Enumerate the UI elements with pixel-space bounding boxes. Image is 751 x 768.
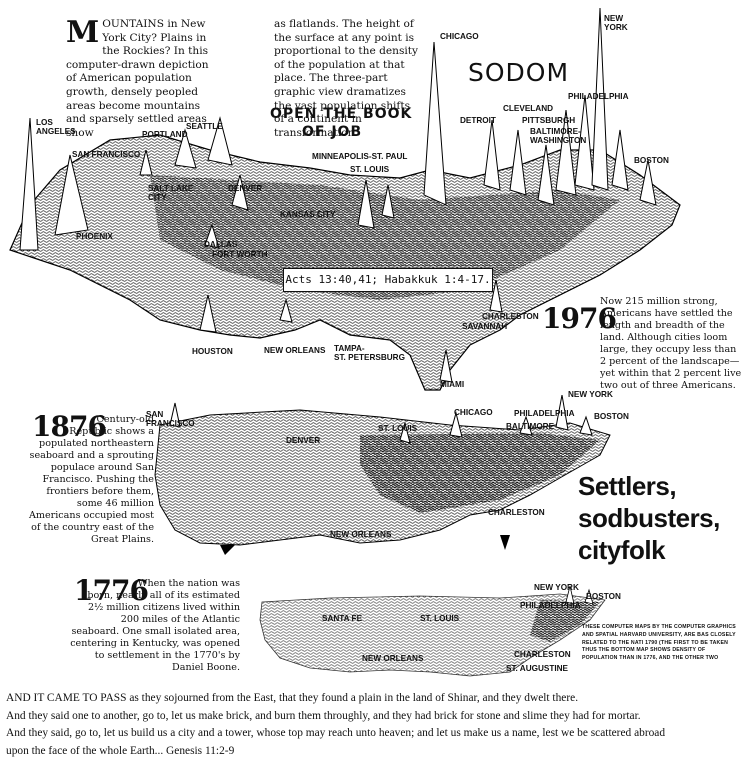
city-label-1776-santa-fe: SANTA FE: [322, 614, 363, 623]
city-label-1876-denver: DENVER: [286, 436, 321, 445]
city-label-1876-new-orleans: NEW ORLEANS: [330, 530, 392, 539]
scripture-line-2: And they said one to another, go to, let…: [6, 709, 641, 722]
map-credit-text: THESE COMPUTER MAPS BY THE COMPUTER GRAP…: [582, 624, 736, 662]
city-label-1876-chicago: CHICAGO: [454, 408, 493, 417]
city-label-tampa: TAMPA- ST. PETERSBURG: [334, 344, 405, 362]
city-label-houston: HOUSTON: [192, 347, 233, 356]
city-label-los-angeles: LOS ANGELES: [36, 118, 76, 136]
sodom-annotation: SODOM: [468, 58, 570, 87]
city-label-savannah: SAVANNAH: [462, 322, 508, 331]
city-label-kansas-city: KANSAS CITY: [280, 210, 336, 219]
city-label-1776-new-york: NEW YORK: [534, 583, 579, 592]
year-1776: 1776: [74, 574, 149, 607]
year-1876: 1876: [32, 410, 107, 443]
city-label-new-york: NEW YORK: [604, 14, 628, 32]
intro-text-1: OUNTAINS in New York City? Plains in the…: [66, 18, 209, 139]
acts-reference-box: Acts 13:40,41; Habakkuk 1:4-17.: [283, 268, 493, 292]
city-label-baltimore-washington: BALTIMORE- WASHINGTON: [530, 127, 587, 145]
city-label-miami: MIAMI: [440, 380, 465, 389]
city-label-st-louis: ST. LOUIS: [350, 165, 390, 174]
scripture-line-1: AND IT CAME TO PASS as they sojourned fr…: [6, 692, 579, 704]
city-label-philadelphia: PHILADELPHIA: [568, 92, 629, 101]
city-label-chicago: CHICAGO: [440, 32, 479, 41]
city-label-san-francisco: SAN FRANCISCO: [72, 150, 141, 159]
city-label-1776-philadelphia: PHILADELPHIA: [520, 601, 581, 610]
city-label-charleston: CHARLESTON: [482, 312, 539, 321]
city-label-1776-boston: BOSTON: [586, 592, 621, 601]
city-label-boston: BOSTON: [634, 156, 669, 165]
city-label-portland: PORTLAND: [142, 130, 188, 139]
city-label-cleveland: CLEVELAND: [503, 104, 554, 113]
settlers-line-2: sodbusters,: [578, 503, 720, 533]
settlers-line-3: cityfolk: [578, 535, 666, 565]
scripture-line-4: upon the face of the whole Earth... Gene…: [6, 744, 235, 757]
blurb-1876: Century-old Republic shows a populated n…: [28, 414, 154, 545]
city-label-detroit: DETROIT: [460, 116, 496, 125]
map-1976-illustration: [9, 7, 681, 391]
city-label-seattle: SEATTLE: [186, 122, 223, 131]
city-label-1876-san-francisco: SAN FRANCISCO: [146, 410, 195, 428]
dropcap: M: [66, 15, 100, 50]
city-label-1776-st-augustine: ST. AUGUSTINE: [506, 664, 569, 673]
intro-column-2: as flatlands. The height of the surface …: [274, 18, 419, 139]
scripture-line-3: And they said, go to, let us build us a …: [6, 727, 666, 739]
city-label-1876-new-york: NEW YORK: [568, 390, 613, 399]
city-label-1876-philadelphia: PHILADELPHIA: [514, 409, 575, 418]
book-of-job-annotation-1: OPEN THE BOOK: [270, 106, 413, 122]
city-label-1876-charleston: CHARLESTON: [488, 508, 545, 517]
scripture-text: AND IT CAME TO PASS as they sojourned fr…: [6, 690, 751, 760]
blurb-1976: Now 215 million strong, Americans have s…: [600, 296, 742, 391]
city-label-pittsburgh: PITTSBURGH: [522, 116, 576, 125]
city-label-1876-baltimore: BALTIMORE: [506, 422, 555, 431]
blurb-1776: When the nation was born, nearly all of …: [70, 578, 240, 673]
year-1976: 1976: [542, 302, 617, 335]
city-label-new-orleans: NEW ORLEANS: [264, 346, 326, 355]
settlers-heading: Settlers, sodbusters, cityfolk: [578, 470, 720, 566]
city-label-1776-st-louis: ST. LOUIS: [420, 614, 460, 623]
map-1876-illustration: [154, 395, 611, 555]
book-of-job-annotation-2: OF JOB: [302, 124, 363, 140]
city-label-minneapolis: MINNEAPOLIS-ST. PAUL: [312, 152, 408, 161]
map-1776-illustration: [259, 585, 606, 677]
city-label-dallas: DALLAS: [204, 240, 238, 249]
city-label-1776-new-orleans: NEW ORLEANS: [362, 654, 424, 663]
city-label-denver: DENVER: [228, 184, 263, 193]
city-label-phoenix: PHOENIX: [76, 232, 113, 241]
city-label-fort-worth: FORT WORTH: [212, 250, 268, 259]
settlers-line-1: Settlers,: [578, 471, 677, 501]
city-label-salt-lake-city: SALT LAKE CITY: [148, 184, 194, 202]
city-label-1776-charleston: CHARLESTON: [514, 650, 571, 659]
city-label-1876-boston: BOSTON: [594, 412, 629, 421]
city-label-1876-st-louis: ST. LOUIS: [378, 424, 418, 433]
